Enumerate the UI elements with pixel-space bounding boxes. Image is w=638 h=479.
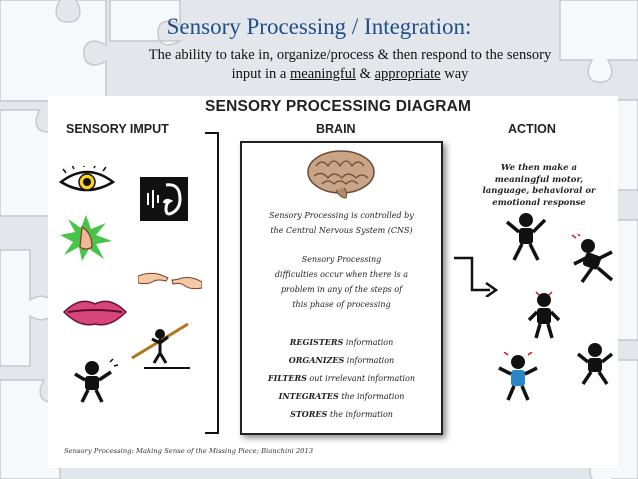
brain-text-cns: Sensory Processing is controlled by the …: [250, 208, 433, 238]
ear-icon: [140, 177, 188, 221]
movement-figure-icon: [74, 358, 119, 403]
subtitle-line1: The ability to take in, organize/process…: [148, 47, 552, 63]
step-rest: out irrelevant information: [306, 374, 415, 383]
step-organizes: ORGANIZES information: [250, 355, 433, 365]
arrow-icon: [454, 256, 499, 297]
touch-hands-icon: [138, 272, 202, 290]
brain-para2-line: difficulties occur when there is a: [274, 270, 409, 279]
brain-text-difficulties: Sensory Processing difficulties occur wh…: [250, 252, 433, 312]
brain-icon: [307, 150, 375, 199]
step-keyword: ORGANIZES: [288, 355, 345, 365]
slide-subtitle: The ability to take in, organize/process…: [95, 46, 605, 84]
step-keyword: FILTERS: [268, 373, 307, 383]
step-integrates: INTEGRATES the information: [250, 391, 433, 401]
brain-text-line2: the Central Nervous System (CNS): [270, 226, 413, 235]
step-rest: information: [344, 356, 395, 365]
step-keyword: REGISTERS: [289, 337, 344, 347]
action-line: meaningful motor,: [494, 174, 584, 185]
action-line: We then make a: [500, 163, 578, 173]
slide-title: Sensory Processing / Integration:: [166, 14, 472, 39]
column-header-sensory-input: SENSORY IMPUT: [66, 122, 169, 136]
action-line: language, behavioral or: [482, 186, 596, 196]
citation: Sensory Processing: Making Sense of the …: [64, 447, 314, 455]
action-description: We then make a meaningful motor, languag…: [480, 163, 598, 209]
step-keyword: STORES: [290, 409, 328, 419]
jumping-figure-icon: [576, 343, 614, 385]
nose-icon: [60, 215, 112, 261]
brain-para2-line: this phase of processing: [292, 300, 391, 309]
subtitle-suffix: way: [440, 66, 469, 82]
column-header-brain: BRAIN: [316, 122, 356, 136]
brain-box: [240, 141, 443, 435]
running-figure-icon: [571, 234, 614, 284]
subtitle-line2-prefix: input in a: [231, 66, 290, 82]
surprised-figure-icon: [498, 352, 538, 401]
input-bracket: [205, 132, 219, 434]
step-rest: the information: [327, 410, 393, 419]
subtitle-word-appropriate: appropriate: [374, 66, 441, 82]
step-registers: REGISTERS information: [250, 337, 433, 347]
eye-icon: [58, 166, 116, 192]
step-keyword: INTEGRATES: [278, 391, 339, 401]
diagram-title: SENSORY PROCESSING DIAGRAM: [205, 98, 472, 115]
step-rest: information: [343, 338, 394, 347]
action-line: emotional response: [492, 197, 586, 208]
waving-figure-icon: [505, 213, 547, 261]
lips-icon: [62, 300, 128, 326]
balance-figure-icon: [131, 322, 190, 369]
step-rest: the information: [338, 392, 405, 401]
brain-text-line1: Sensory Processing is controlled by: [269, 211, 414, 220]
standing-figure-icon: [527, 291, 561, 339]
subtitle-connector: &: [356, 66, 375, 82]
step-filters: FILTERS out irrelevant information: [250, 373, 433, 383]
brain-para2-line: problem in any of the steps of: [280, 285, 403, 294]
brain-para2-line: Sensory Processing: [301, 255, 382, 264]
subtitle-word-meaningful: meaningful: [290, 66, 357, 82]
step-stores: STORES the information: [250, 409, 433, 419]
column-header-action: ACTION: [508, 122, 556, 136]
